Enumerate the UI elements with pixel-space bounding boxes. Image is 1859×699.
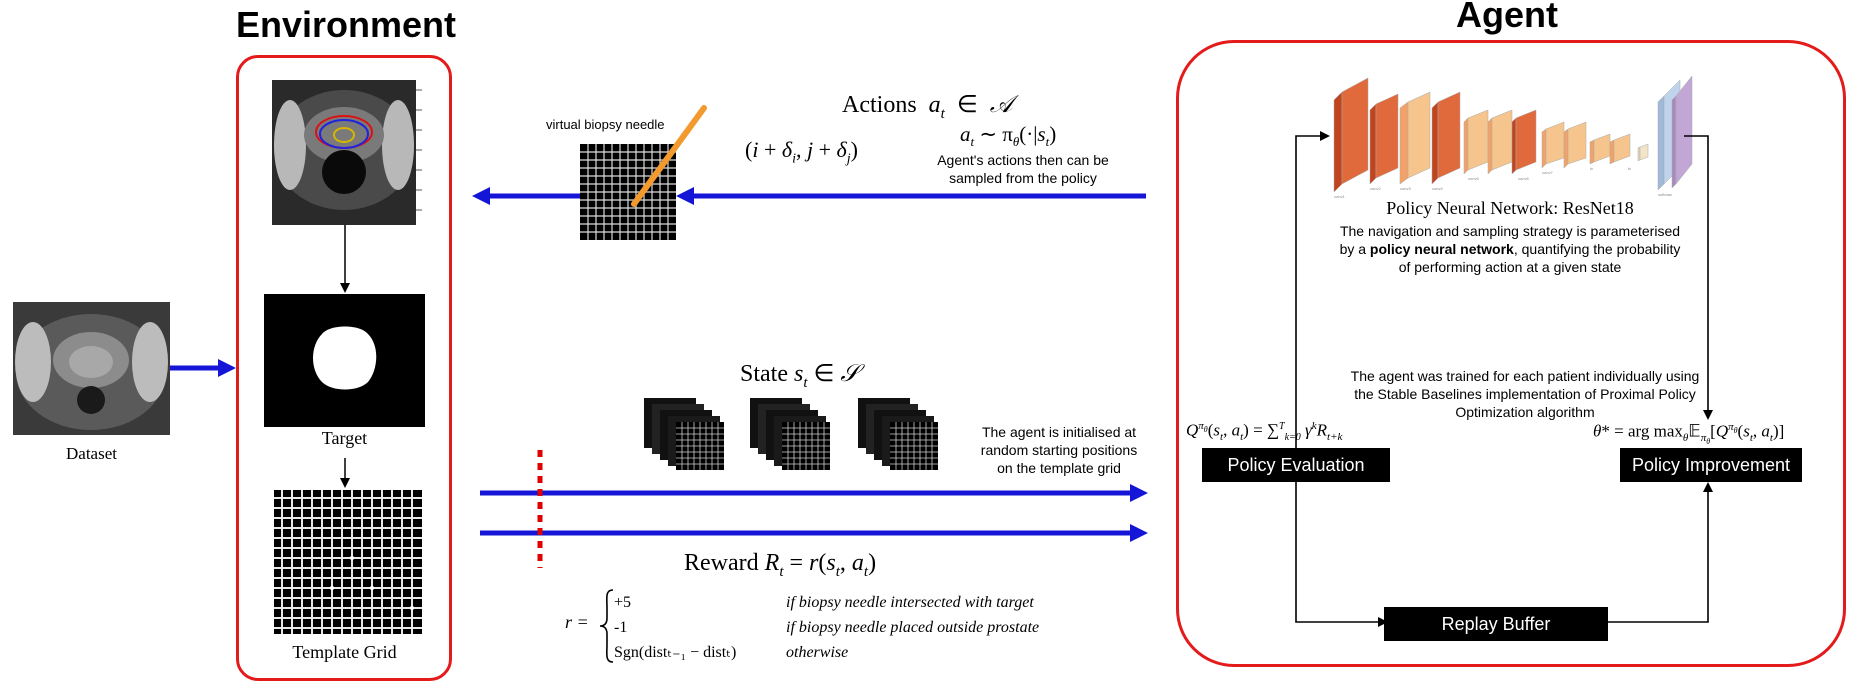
policy-improvement-formula: θ* = arg maxθ𝔼πθ[Qπθ(st, at)]: [1593, 421, 1785, 447]
state-title: State st ∈ 𝒮: [740, 359, 859, 391]
action-offset-formula: (i + δi, j + δj): [745, 137, 858, 167]
arrow-evaluation-to-buffer: [1295, 482, 1380, 623]
reward-value-2: -1: [614, 619, 628, 636]
svg-text:conv4: conv4: [1432, 186, 1443, 191]
resnet18-architecture-image: conv1 conv2 conv3 conv4 conv5 conv6 conv7 fc f…: [1333, 75, 1693, 199]
template-grid-label: Template Grid: [292, 642, 397, 662]
dashed-red-separator: [537, 450, 543, 568]
target-label: Target: [321, 428, 368, 448]
environment-frame: [236, 55, 452, 681]
virtual-needle-label: virtual biopsy needle: [546, 117, 665, 132]
mri-with-contours-image: [272, 80, 422, 225]
action-sampling-note: Agent's actions then can be sampled from…: [937, 152, 1109, 186]
template-grid-image: [274, 490, 422, 634]
replay-buffer-box: Replay Buffer: [1384, 607, 1608, 641]
state-grid-stacks: [644, 398, 938, 470]
policy-improvement-box: Policy Improvement: [1620, 448, 1802, 482]
reward-r-equals: r =: [565, 612, 589, 632]
agent-title: Agent: [1456, 0, 1558, 35]
state-stack-1: [644, 398, 724, 470]
svg-text:conv7: conv7: [1542, 170, 1553, 175]
svg-text:conv1: conv1: [1334, 194, 1345, 199]
reward-condition-3: otherwise: [786, 644, 849, 661]
arrow-target-to-grid: [340, 458, 350, 488]
arrow-evaluation-to-network: [1295, 135, 1324, 448]
svg-text:softmax: softmax: [1658, 192, 1672, 197]
reward-brace: [599, 589, 614, 663]
arrow-agent-to-action: [676, 187, 1146, 205]
svg-text:fc: fc: [1590, 166, 1593, 171]
network-description: The navigation and sampling strategy is …: [1339, 223, 1681, 275]
reward-condition-2: if biopsy needle placed outside prostate: [786, 619, 1040, 636]
svg-text:fc: fc: [1628, 166, 1631, 171]
policy-sampling-formula: at ∼ πθ(·|st): [960, 122, 1057, 150]
environment-title: Environment: [236, 4, 457, 45]
needle-grid-image: [580, 105, 707, 240]
dataset-label: Dataset: [66, 444, 117, 463]
reward-condition-1: if biopsy needle intersected with target: [786, 594, 1034, 611]
target-mask-image: [264, 294, 425, 427]
actions-title: Actions at ∈ 𝒜: [842, 90, 1013, 122]
training-description: The agent was trained for each patient i…: [1350, 368, 1700, 420]
svg-text:conv5: conv5: [1468, 176, 1479, 181]
reward-value-1: +5: [614, 594, 632, 611]
reward-conditions: if biopsy needle intersected with target…: [786, 590, 1039, 665]
agent-frame: [1176, 40, 1846, 667]
dataset-mri-image: [13, 302, 170, 435]
arrow-dataset-to-environment: [170, 359, 236, 377]
arrow-mri-to-target: [340, 225, 350, 293]
network-title: Policy Neural Network: ResNet18: [1386, 198, 1634, 218]
agent-loop-connectors: [1295, 131, 1713, 627]
reward-values: +5 -1 Sgn(distₜ₋₁ − distₜ): [614, 590, 736, 665]
policy-evaluation-box: Policy Evaluation: [1202, 448, 1390, 482]
q-value-formula: Qπθ(st, at) = ∑Tk=0 γkRt+k: [1186, 420, 1343, 444]
svg-text:conv3: conv3: [1400, 186, 1411, 191]
state-stack-2: [750, 398, 830, 470]
state-stack-3: [858, 398, 938, 470]
state-init-note: The agent is initialised at random start…: [980, 424, 1138, 476]
svg-text:conv6: conv6: [1518, 176, 1529, 181]
arrow-buffer-to-improvement: [1608, 490, 1709, 623]
reward-title: Reward Rt = r(st, at): [684, 550, 877, 580]
arrow-network-to-improvement: [1684, 135, 1709, 412]
svg-text:conv2: conv2: [1370, 186, 1381, 191]
arrow-action-to-environment: [472, 187, 582, 205]
state-reward-arrows: [480, 484, 1148, 542]
reward-value-3: Sgn(distₜ₋₁ − distₜ): [614, 644, 737, 661]
